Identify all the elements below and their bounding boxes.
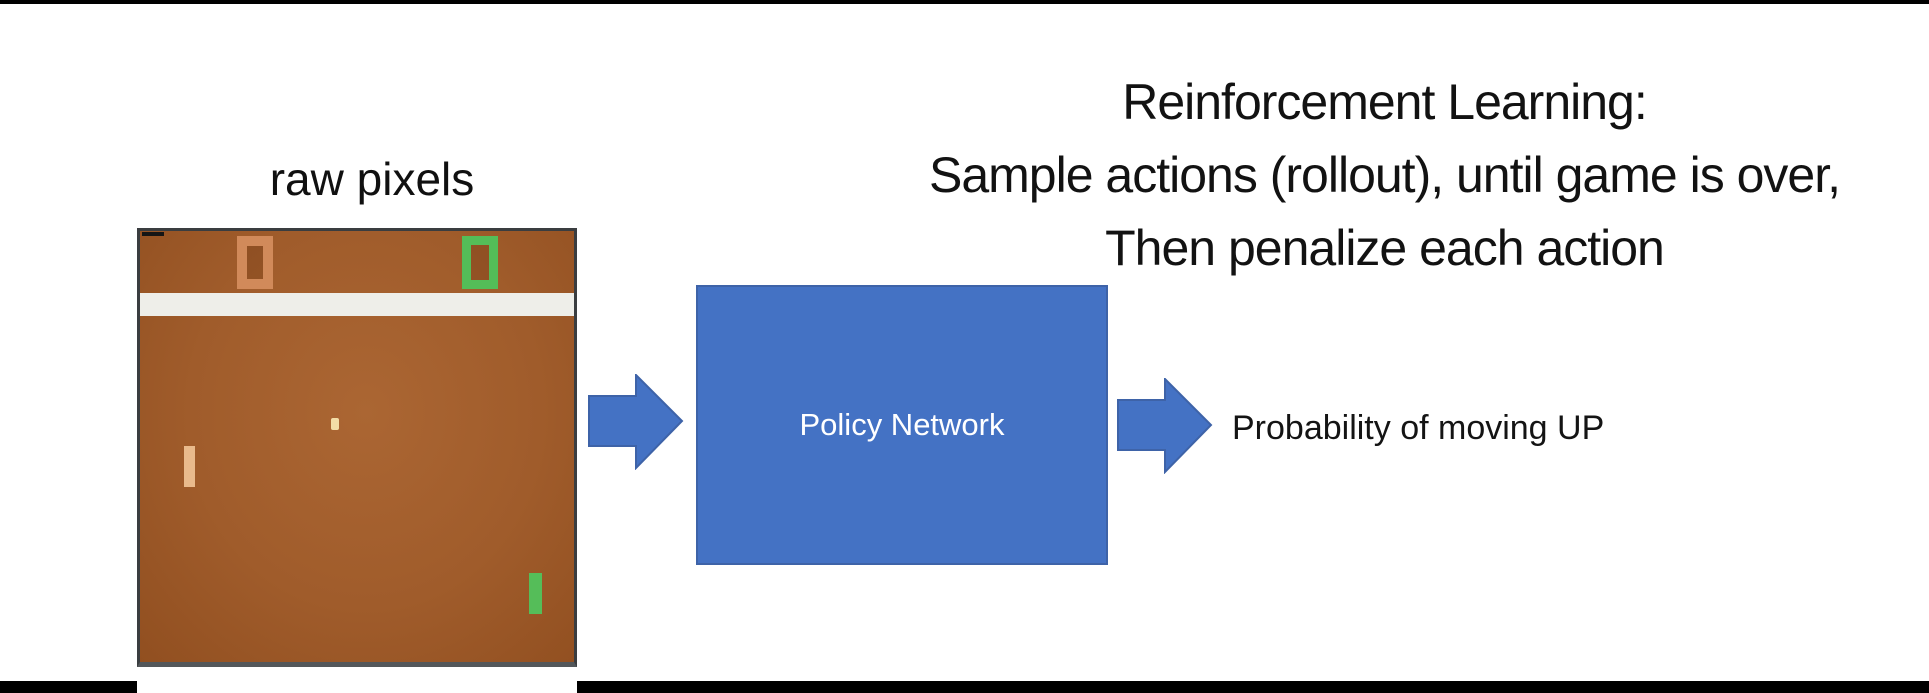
headline: Reinforcement Learning: Sample actions (… bbox=[840, 66, 1929, 285]
headline-line-3: Then penalize each action bbox=[1105, 220, 1665, 276]
left-paddle bbox=[184, 446, 195, 487]
left-score-zero bbox=[237, 236, 273, 289]
policy-network-label: Policy Network bbox=[799, 407, 1005, 442]
output-arrow-icon bbox=[1117, 378, 1213, 474]
headline-line-2: Sample actions (rollout), until game is … bbox=[929, 147, 1841, 203]
raw-pixels-label: raw pixels bbox=[269, 153, 475, 205]
input-arrow-icon bbox=[588, 374, 684, 470]
output-probability-label: Probability of moving UP bbox=[1232, 409, 1605, 447]
policy-network-box: Policy Network bbox=[696, 285, 1108, 565]
right-paddle bbox=[529, 573, 542, 614]
top-black-bar bbox=[0, 0, 1929, 4]
frame-notch bbox=[142, 232, 164, 236]
white-band bbox=[140, 293, 574, 316]
pong-game-frame bbox=[137, 228, 577, 667]
bottom-black-bar-left bbox=[0, 681, 137, 693]
right-score-zero bbox=[462, 236, 498, 289]
headline-line-1: Reinforcement Learning: bbox=[1122, 74, 1648, 130]
pong-ball bbox=[331, 418, 339, 430]
bottom-black-bar-right bbox=[577, 681, 1929, 693]
